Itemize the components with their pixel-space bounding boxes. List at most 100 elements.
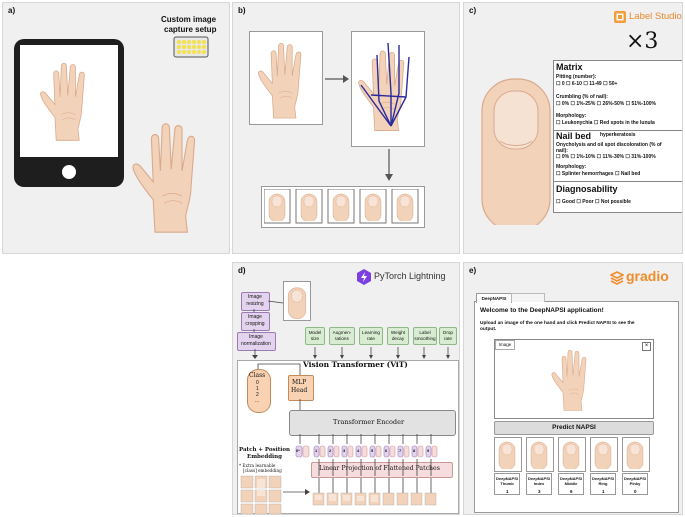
- nailbed-morphology-options: ☐ Splinter hemorrhages ☐ Nail bed: [556, 171, 641, 177]
- checkbox[interactable]: ☐: [556, 154, 562, 160]
- token-number-5: 5: [371, 448, 374, 453]
- close-icon[interactable]: ×: [642, 342, 651, 351]
- matrix-morphology-options: ☐ Leukonychia ☐ Red spots in the lunula: [556, 120, 655, 126]
- label-studio-brand: Label Studio: [629, 11, 682, 22]
- token-number-4: 4: [357, 448, 360, 453]
- hand-annotated: [351, 31, 425, 147]
- instructions-line1: Upload an image of the one hand and clic…: [480, 321, 635, 326]
- class-value-1: 1: [256, 386, 259, 392]
- tab-empty[interactable]: [511, 293, 545, 302]
- diag-title: Diagnosability: [556, 184, 618, 194]
- vit-container: [237, 360, 459, 514]
- checkbox[interactable]: ☐: [614, 171, 621, 177]
- class-value-3: ...: [255, 398, 260, 404]
- checkbox[interactable]: ☐: [625, 154, 632, 160]
- tablet-device: [14, 39, 124, 187]
- checkbox[interactable]: ☐: [556, 120, 562, 126]
- token-number-3: 3: [343, 448, 346, 453]
- image-label-tag: Image: [495, 340, 515, 350]
- checkbox[interactable]: ☐: [593, 120, 600, 126]
- score-value-ring: 1: [602, 489, 605, 494]
- arrow-right: [325, 75, 349, 83]
- checkbox[interactable]: ☐: [576, 199, 583, 205]
- prep-normalization-box: [237, 332, 276, 351]
- discoloration-label-line1: Onycholysis and oil spot discoloration (…: [556, 142, 662, 148]
- token-number-7: 7: [399, 448, 402, 453]
- crumbling-options: ☐ 0% ☐ 1%-25% ☐ 26%-50% ☐ 51%-100%: [556, 101, 656, 107]
- panel-c: c) Label Studio ×3 Matrix Pitting (numbe…: [463, 2, 683, 254]
- panel-c-label: c): [469, 6, 477, 15]
- checkbox[interactable]: ☐: [556, 199, 562, 205]
- linear-projection-label: Linear Projection of Flattened Patches: [319, 465, 440, 472]
- token-row: [240, 363, 438, 514]
- checkbox[interactable]: ☐: [594, 199, 601, 205]
- class-value-2: 2: [256, 392, 259, 398]
- mlp-head-box: [288, 375, 314, 401]
- checkbox[interactable]: ☐: [603, 81, 609, 87]
- checkbox[interactable]: ☐: [570, 154, 577, 160]
- gradio-brand: gradio: [626, 268, 669, 284]
- token-number-0: 0*: [296, 448, 300, 453]
- nailbed-morphology-label: Morphology:: [556, 164, 587, 170]
- embed-label-line1: Patch + Position: [239, 447, 291, 453]
- token-number-6: 6: [385, 448, 388, 453]
- checkbox[interactable]: ☐: [596, 101, 603, 107]
- panel-d: d) PyTorch Lightning Image resizing Imag…: [232, 262, 460, 515]
- lightning-logo-icon: [357, 269, 371, 285]
- pitting-label: Pitting (number):: [556, 74, 597, 80]
- discoloration-options: ☐ 0% ☐ 1%-10% ☐ 11%-30% ☐ 31%-100%: [556, 154, 656, 160]
- token-number-2: 2: [329, 448, 332, 453]
- gradio-logo-icon: [610, 271, 624, 285]
- led-panel-icon: [173, 36, 209, 58]
- predict-napsi-button[interactable]: Predict NAPSI: [494, 421, 654, 435]
- checkbox[interactable]: ☐: [583, 81, 590, 87]
- finger-input-image: [283, 281, 311, 321]
- panel-a: a) Custom image capture setup: [2, 2, 230, 254]
- score-value-middle: 6: [570, 489, 573, 494]
- multiplier: ×3: [626, 29, 659, 54]
- checkbox[interactable]: ☐: [570, 101, 577, 107]
- panel-d-label: d): [238, 266, 246, 275]
- checkbox[interactable]: ☐: [596, 154, 603, 160]
- hyperparam-learning-rate: Learning rate: [359, 327, 383, 345]
- checkbox[interactable]: ☐: [566, 81, 572, 87]
- learnable-line2: [class] embedding: [243, 468, 282, 473]
- capture-caption-line1: Custom image: [161, 15, 217, 24]
- prep-resizing-label: Image resizing: [246, 294, 264, 307]
- checkbox[interactable]: ☐: [556, 101, 562, 107]
- label-studio-logo-icon: [614, 11, 626, 23]
- hyperparam-drop-rate: Drop rate: [439, 327, 457, 345]
- diag-options: ☐ Good ☐ Poor ☐ Not possible: [556, 199, 631, 205]
- hyperparams-row: Model size Augmen-tations Learning rate …: [305, 327, 457, 347]
- prep-cropping-label: Image cropping: [245, 314, 265, 327]
- checkbox[interactable]: ☐: [556, 81, 562, 87]
- matrix-title: Matrix: [556, 62, 583, 72]
- class-title: Class: [249, 372, 266, 379]
- instructions-line2: output.: [480, 327, 497, 332]
- class-token: [295, 445, 310, 458]
- prep-normalization-label: Image normalization: [241, 334, 271, 347]
- checkbox[interactable]: ☐: [625, 101, 632, 107]
- panel-e-label: e): [469, 266, 477, 275]
- tab-deepnapsi[interactable]: DeepNAPSI: [476, 293, 512, 303]
- head-label: Head: [291, 387, 308, 394]
- preprocess-arrows: [252, 300, 450, 359]
- checkbox[interactable]: ☐: [556, 171, 562, 177]
- class-box: [247, 369, 271, 413]
- capture-caption-line2: capture setup: [164, 25, 217, 34]
- token-number-9: 9: [427, 448, 430, 453]
- hyperkeratosis-text: hyperkeratosis: [600, 132, 636, 138]
- nailbed-box: [553, 130, 682, 182]
- image-patches: [240, 475, 437, 514]
- panel-b-label: b): [238, 6, 246, 15]
- finger-index-image: [530, 441, 548, 469]
- embed-label-line2: Embedding: [247, 454, 282, 460]
- learnable-line1: * Extra learnable: [239, 463, 276, 468]
- panel-e: e) gradio DeepNAPSI Welcome to the DeepN…: [463, 262, 683, 515]
- finger-ring-image: [594, 441, 612, 469]
